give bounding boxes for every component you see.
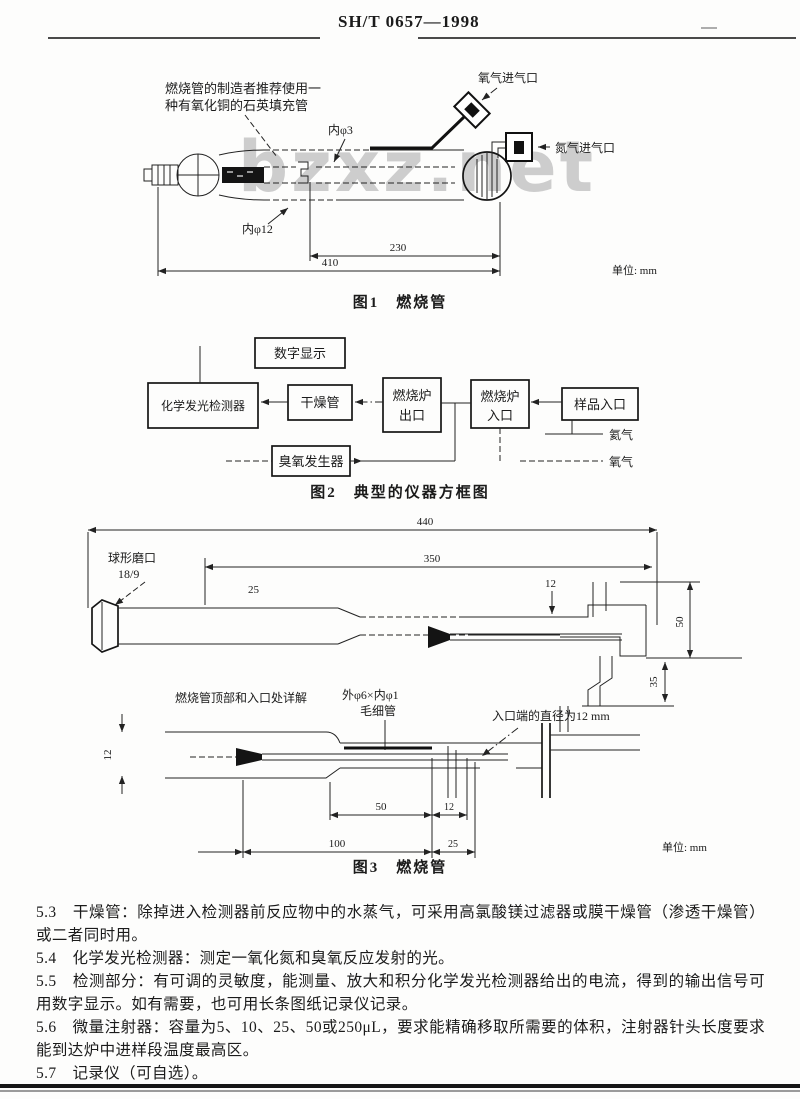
fig2-box-drying-tube: 干燥管 — [300, 395, 339, 410]
fig2-box-ozone-generator: 臭氧发生器 — [278, 454, 343, 469]
fig2-box-digital-display: 数字显示 — [274, 346, 326, 361]
fig2-boxes: 数字显示 化学发光检测器 干燥管 燃烧炉 出口 燃烧炉 入口 样品入口 臭氧发生… — [147, 337, 639, 477]
fig2-box-detector: 化学发光检测器 — [161, 398, 245, 413]
clause-text-block: 5.3 干燥管：除掉进入检测器前反应物中的水蒸气，可采用高氯酸镁过滤器或膜干燥管… — [36, 901, 765, 1085]
fig3-top-tube — [91, 581, 742, 707]
fig1-dim-230: 230 — [390, 242, 407, 254]
fig3-side-dimensions: 50 35 — [648, 582, 694, 702]
header-rule-left — [48, 37, 320, 39]
fig3-dim-50-bottom: 50 — [376, 801, 388, 813]
fig1-dimensions: 230 410 单位: mm — [157, 182, 657, 277]
bottom-rule-thick — [0, 1084, 800, 1088]
fig3-inlet-diameter-label: 入口端的直径为12 mm — [492, 708, 610, 723]
fig3-funnel — [428, 626, 450, 648]
fig2-gas-label-top: 氦气 — [609, 427, 633, 442]
fig3-dim-50-side: 50 — [674, 616, 686, 628]
fig2-box-sample-inlet: 样品入口 — [574, 397, 626, 412]
fig3-dim-35-side: 35 — [648, 676, 660, 688]
fig1-nitrogen-inlet-label: 氮气进气口 — [555, 140, 615, 155]
figure2-caption: 图2 典型的仪器方框图 — [310, 485, 490, 501]
fig3-dim-350: 350 — [424, 553, 441, 565]
fig2-box-furnace-outlet-l2: 出口 — [399, 408, 425, 423]
fig2-connectors — [199, 346, 603, 465]
fig3-cone — [236, 748, 262, 766]
clause-5-4: 5.4 化学发光检测器：测定一氧化氮和臭氧反应发射的光。 — [36, 950, 455, 967]
fig3-unit-label: 单位: mm — [662, 840, 707, 854]
fig1-inner-d12-label: 内φ12 — [242, 222, 273, 236]
fig3-dim-25: 25 — [248, 584, 260, 596]
fig3-dim-12-left: 12 — [102, 750, 114, 761]
header-rule-right — [418, 37, 796, 39]
fig3-bottom-dimensions: 50 12 100 25 单位: mm — [198, 758, 707, 858]
fig3-dim-12-top: 12 — [545, 578, 556, 590]
fig1-quartz-packing — [222, 167, 264, 183]
figure1-caption: 图1 燃烧管 — [352, 295, 448, 311]
fig3-dim-12-bottom: 12 — [444, 802, 454, 813]
fig3-ball-joint-label-l2: 18/9 — [118, 567, 139, 581]
figure1-combustion-tube-drawing: 燃烧管的制造者推荐使用一 种有氧化铜的石英填充管 — [143, 70, 657, 277]
fig3-dim-440: 440 — [417, 516, 434, 528]
fig3-ball-joint-label-l1: 球形磨口 — [108, 551, 156, 565]
fig1-dim-410: 410 — [322, 257, 339, 269]
fig2-box-furnace-outlet-l1: 燃烧炉 — [392, 388, 431, 403]
bottom-rule-shadow — [0, 1090, 800, 1092]
clause-5-3: 5.3 干燥管：除掉进入检测器前反应物中的水蒸气，可采用高氯酸镁过滤器或膜干燥管… — [36, 904, 765, 944]
fig1-nitrogen-fitting — [505, 132, 533, 162]
fig3-capillary-label-l1: 外φ6×内φ1 — [342, 688, 399, 702]
clause-5-7: 5.7 记录仪（可自选）。 — [36, 1065, 208, 1082]
fig3-top-dimensions: 440 350 25 12 — [87, 516, 658, 625]
fig3-capillary-label-l2: 毛细管 — [360, 703, 396, 718]
fig3-detail-label: 燃烧管顶部和入口处详解 — [175, 690, 307, 705]
fig2-box-furnace-inlet-l1: 燃烧炉 — [480, 389, 519, 404]
fig2-gas-label-bottom: 氧气 — [609, 454, 633, 469]
clause-5-5: 5.5 检测部分：有可调的灵敏度，能测量、放大和积分化学发光检测器给出的电流，得… — [36, 973, 765, 1013]
clause-5-6: 5.6 微量注射器：容量为5、10、25、50或250μL，要求能精确移取所需要… — [36, 1019, 765, 1059]
fig3-bottom-tube: 12 — [102, 706, 640, 798]
figure2-block-diagram: 数字显示 化学发光检测器 干燥管 燃烧炉 出口 燃烧炉 入口 样品入口 臭氧发生… — [147, 337, 639, 477]
page-title: SH/T 0657—1998 — [338, 12, 480, 31]
fig3-dim-25-bottom: 25 — [448, 839, 458, 850]
fig2-box-furnace-inlet-l2: 入口 — [487, 408, 513, 423]
figure3-combustion-tube-drawing: 440 350 25 12 50 35 球 — [87, 516, 742, 858]
figure3-caption: 图3 燃烧管 — [352, 860, 448, 876]
fig1-oxygen-inlet-label: 氧气进气口 — [478, 70, 538, 85]
scan-mark — [701, 27, 717, 29]
fig1-oxygen-fitting — [452, 90, 492, 130]
fig1-note-line1: 燃烧管的制造者推荐使用一 — [165, 81, 321, 96]
fig1-unit-label: 单位: mm — [612, 263, 657, 277]
fig1-note: 燃烧管的制造者推荐使用一 种有氧化铜的石英填充管 — [165, 81, 321, 158]
fig3-dim-100-bottom: 100 — [329, 838, 346, 850]
fig1-inner-d3-label: 内φ3 — [328, 123, 353, 137]
fig1-tube-body — [143, 87, 550, 201]
fig1-note-line2: 种有氧化铜的石英填充管 — [165, 98, 308, 113]
